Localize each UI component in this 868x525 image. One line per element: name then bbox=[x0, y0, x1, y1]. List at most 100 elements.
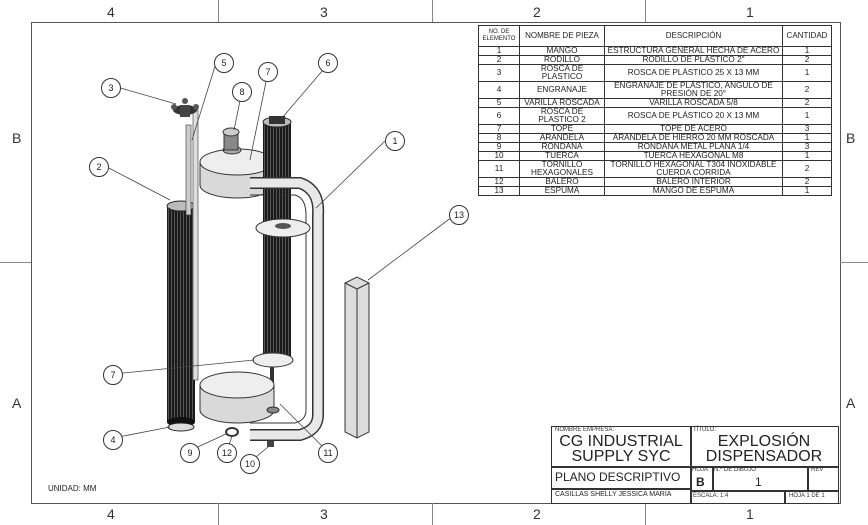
zone-divider bbox=[645, 503, 646, 525]
tb-size-cell bbox=[690, 466, 714, 492]
company-label: NOMBRE EMPRESA: bbox=[555, 427, 615, 433]
bom-cell-name: ROSCA DE PLASTICO bbox=[519, 64, 605, 82]
zone-bottom-2: 2 bbox=[533, 506, 541, 522]
washer bbox=[266, 406, 280, 414]
size-label: HOJA bbox=[692, 467, 709, 473]
bom-cell-no: 13 bbox=[478, 186, 520, 196]
rev-label: REV bbox=[811, 467, 824, 473]
bom-cell-name: ROSCA DE PLASTICO 2 bbox=[519, 107, 605, 125]
zone-top-4: 4 bbox=[107, 4, 115, 20]
bom-cell-desc: MANGO DE ESPUMA bbox=[604, 186, 783, 196]
tb-scale-cell bbox=[690, 490, 786, 504]
callout-9: 9 bbox=[180, 443, 200, 463]
bom-header-qty: CANTIDAD bbox=[782, 25, 832, 47]
zone-divider bbox=[432, 503, 433, 525]
tb-title-cell bbox=[690, 426, 839, 468]
bom-cell-name: TORNILLO HEXAGONALES bbox=[519, 160, 605, 178]
zone-divider bbox=[0, 262, 31, 263]
roller-left bbox=[166, 200, 196, 432]
tb-company-cell bbox=[551, 426, 692, 468]
nut bbox=[267, 441, 274, 447]
zone-bottom-3: 3 bbox=[320, 506, 328, 522]
tb-rev-cell bbox=[807, 466, 839, 492]
bom-cell-no: 5 bbox=[478, 98, 520, 108]
sheet-count: HOJA 1 DE 1 bbox=[789, 493, 825, 499]
tb-sheet-cell bbox=[784, 490, 839, 504]
zone-divider bbox=[840, 262, 868, 263]
bom-cell-no: 3 bbox=[478, 64, 520, 82]
bom-cell-qty: 2 bbox=[782, 55, 832, 65]
bom-cell-qty: 2 bbox=[782, 160, 832, 178]
bom-cell-desc: VARILLA ROSCADA 5/8 bbox=[604, 98, 783, 108]
zone-divider bbox=[645, 0, 646, 22]
callout-7-lower: 7 bbox=[103, 365, 123, 385]
bom-cell-qty: 1 bbox=[782, 151, 832, 161]
bom-cell-desc: ROSCA DE PLÁSTICO 20 X 13 MM bbox=[604, 107, 783, 125]
zone-top-1: 1 bbox=[746, 4, 754, 20]
foam-grip bbox=[344, 276, 370, 439]
callout-1: 1 bbox=[385, 131, 405, 151]
lower-gear bbox=[199, 371, 275, 424]
stop-hole bbox=[275, 223, 291, 229]
zone-left-a: A bbox=[12, 395, 22, 411]
zone-divider bbox=[218, 0, 219, 22]
bom-cell-desc: RODILLO DE PLÁSTICO 2" bbox=[604, 55, 783, 65]
drawing-frame bbox=[31, 22, 841, 504]
unit-label: UNIDAD: MM bbox=[48, 484, 97, 493]
bom-header-name: NOMBRE DE PIEZA bbox=[519, 25, 605, 47]
bom-cell-qty: 1 bbox=[782, 107, 832, 125]
drawing-title: EXPLOSIÓN DISPENSADOR bbox=[705, 433, 823, 465]
tb-dwgno-cell bbox=[712, 466, 809, 492]
callout-5: 5 bbox=[214, 53, 234, 73]
zone-top-3: 3 bbox=[320, 4, 328, 20]
bom-header-row: NO. DE ELEMENTO NOMBRE DE PIEZA DESCRIPC… bbox=[478, 25, 832, 47]
bom-header-no: NO. DE ELEMENTO bbox=[478, 25, 520, 47]
zone-bottom-4: 4 bbox=[107, 506, 115, 522]
company-name: CG INDUSTRIAL SUPPLY SYC bbox=[559, 433, 683, 465]
zone-bottom-1: 1 bbox=[746, 506, 754, 522]
scale: ESCALA: 1:4 bbox=[693, 493, 729, 499]
bom-cell-qty: 1 bbox=[782, 64, 832, 82]
bom-cell-qty: 2 bbox=[782, 98, 832, 108]
drawing-number: 1 bbox=[755, 475, 762, 489]
callout-10: 10 bbox=[240, 454, 260, 474]
zone-left-b: B bbox=[12, 130, 22, 146]
bom-cell-qty: 1 bbox=[782, 186, 832, 196]
author-name: CASILLAS SHELLY JESSICA MARIA bbox=[555, 491, 672, 498]
knob-3 bbox=[171, 98, 199, 117]
title-label: TÍTULO: bbox=[693, 427, 717, 433]
bom-cell-no: 11 bbox=[478, 160, 520, 178]
tb-plan-cell bbox=[551, 466, 692, 490]
callout-6: 6 bbox=[318, 53, 338, 73]
callout-3: 3 bbox=[101, 78, 121, 98]
tb-author-cell bbox=[551, 488, 692, 504]
zone-divider bbox=[218, 503, 219, 525]
zone-right-b: B bbox=[846, 130, 856, 146]
leader-lines bbox=[104, 62, 457, 463]
plan-type: PLANO DESCRIPTIVO bbox=[555, 470, 681, 484]
zone-top-2: 2 bbox=[533, 4, 541, 20]
callout-8: 8 bbox=[232, 82, 252, 102]
bom-cell-no: 4 bbox=[478, 81, 520, 99]
callout-13: 13 bbox=[449, 205, 469, 225]
bom-cell-name: ESPUMA bbox=[519, 186, 605, 196]
bom-cell-desc: TORNILLO HEXAGONAL T304 INOXIDABLE CUERD… bbox=[604, 160, 783, 178]
roller-right bbox=[262, 116, 292, 358]
stop-lower bbox=[252, 352, 294, 368]
bearing bbox=[225, 427, 239, 437]
zone-divider bbox=[432, 0, 433, 22]
bom-cell-no: 10 bbox=[478, 151, 520, 161]
callout-4: 4 bbox=[103, 430, 123, 450]
bom-cell-qty: 2 bbox=[782, 81, 832, 99]
callout-2: 2 bbox=[89, 157, 109, 177]
drawing-no-label: N.º DE DIBUJO bbox=[714, 467, 756, 473]
bom-cell-no: 2 bbox=[478, 55, 520, 65]
handle-frame bbox=[250, 177, 325, 441]
callout-12: 12 bbox=[217, 443, 237, 463]
zone-right-a: A bbox=[846, 395, 856, 411]
